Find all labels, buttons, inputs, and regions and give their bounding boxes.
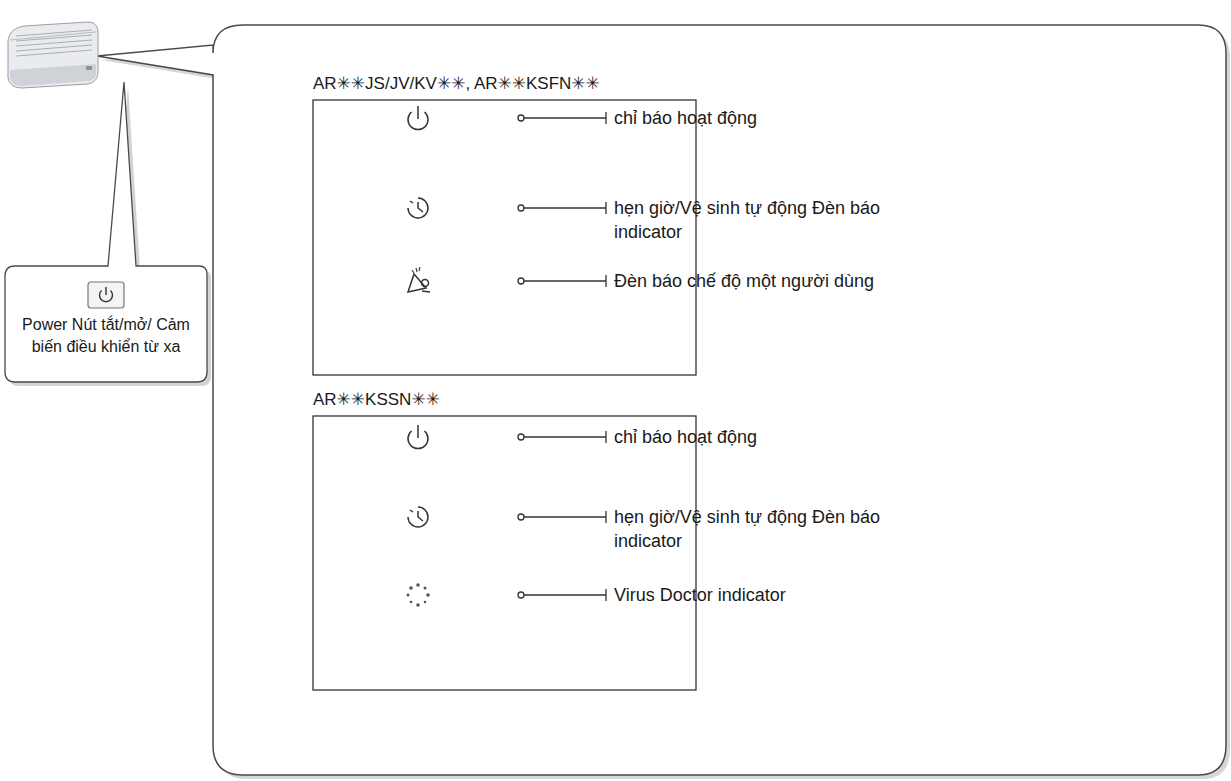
display-panel-box: AR✳✳KSSN✳✳ xyxy=(313,416,696,690)
air-conditioner xyxy=(8,22,98,88)
callout-box: Power Nút tắt/mở/ Cảm biến điều khiển từ… xyxy=(7,314,205,380)
indicator-label: chỉ báo hoạt động xyxy=(614,425,914,449)
model-heading: AR✳✳KSSN✳✳ xyxy=(313,389,440,411)
power-button-icon xyxy=(88,282,124,308)
indicator-icons xyxy=(408,106,430,527)
indicator-label: hẹn giờ/Vệ sinh tự động Đèn báo indicato… xyxy=(614,505,914,553)
indicator-label: hẹn giờ/Vệ sinh tự động Đèn báo indicato… xyxy=(614,196,914,244)
model-heading: AR✳✳JS/JV/KV✳✳, AR✳✳KSFN✳✳ xyxy=(313,73,600,95)
panel-outline xyxy=(97,25,1226,775)
indicator-label: Virus Doctor indicator xyxy=(614,583,914,607)
leader-lines xyxy=(518,112,606,601)
indicator-label: Đèn báo chế độ một người dùng xyxy=(614,269,914,293)
display-panel xyxy=(313,416,696,690)
indicator-label: chỉ báo hoạt động xyxy=(614,106,914,130)
virus-doctor-icon xyxy=(407,583,430,607)
callout-text: Power Nút tắt/mở/ Cảm biến điều khiển từ… xyxy=(7,314,205,358)
callout-bubble xyxy=(5,82,207,382)
